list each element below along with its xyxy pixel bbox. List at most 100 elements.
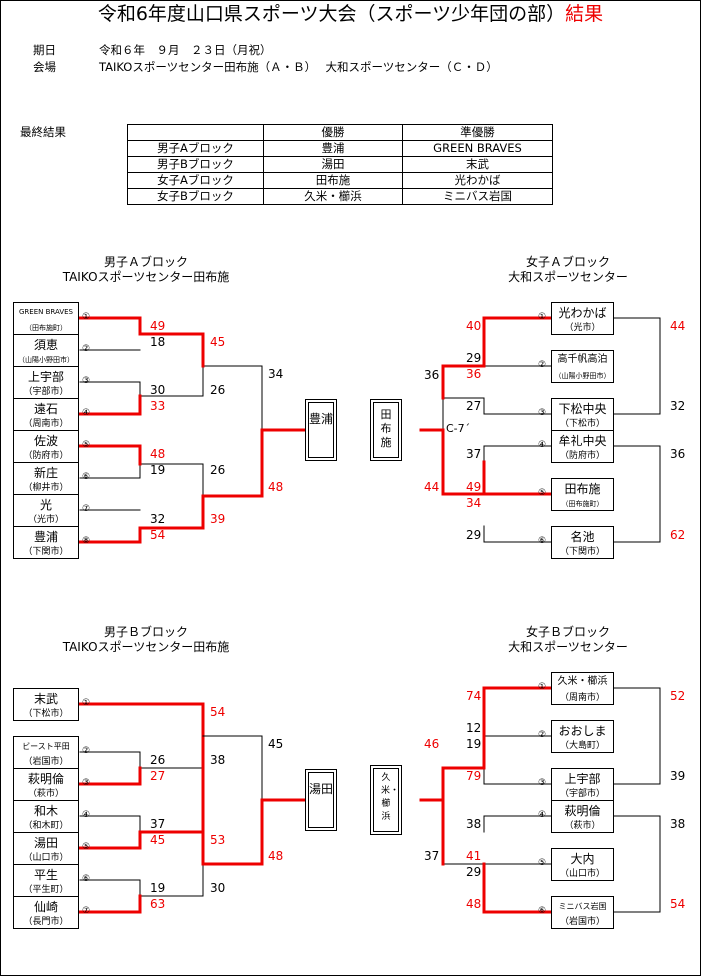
seed-number: ② [538,360,547,370]
score: 54 [210,705,226,719]
seed-number: ④ [82,408,91,418]
team-city: （萩市） [564,821,601,831]
team-box: 仙崎（長門市） [13,896,79,929]
score: 53 [210,833,226,847]
champion-box-women-b: 久米・櫛浜 [370,765,402,835]
champion-name: 田布施 [380,408,392,449]
team-name: ビースト平田 [22,742,70,751]
team-box: 湯田（山口市） [13,832,79,865]
team-box: 牟礼中央（防府市） [551,430,614,463]
team-name: 田布施 [564,482,601,496]
score: 45 [268,737,284,751]
team-city: （防府市） [559,451,605,461]
team-name: GREEN BRAVES [19,308,73,316]
team-box: 光わかば（光市） [551,302,614,335]
team-box: 上宇部（宇部市） [13,366,79,399]
seed-number: ⑧ [82,536,91,546]
team-name: 和木 [33,804,58,818]
score: 74 [466,689,482,703]
score: 49 [150,319,166,333]
score: 38 [210,753,226,767]
score: 37 [424,849,440,863]
block-name-women-a: 女子Ａブロック [525,255,610,269]
block-venue-women-b: 大和スポーツセンター [508,640,628,654]
score: 39 [670,769,686,783]
score: 54 [670,897,686,911]
block-name-women-b: 女子Ｂブロック [525,625,610,639]
team-box: 末武（下松市） [13,688,79,721]
team-box: 上宇部（宇部市） [551,768,614,801]
team-name: 光わかば [558,306,607,320]
team-city: （田布施町） [561,500,604,508]
block-venue-men-a: TAIKOスポーツセンター田布施 [62,270,230,284]
table-cell: ミニバス岩国 [402,188,553,205]
score: 32 [150,512,166,526]
seed-number: ④ [538,810,547,820]
team-box: 光（光市） [13,494,79,527]
score: 48 [268,849,284,863]
page-title: 令和6年度山口県スポーツ大会（スポーツ少年団の部）結果 [0,5,701,24]
seed-number: ④ [82,810,91,820]
score: 30 [150,383,166,397]
team-box: 須恵（山陽小野田市） [13,334,79,367]
team-city: （下松市） [559,419,605,429]
team-name: 湯田 [33,836,58,850]
seed-number: ⑤ [538,858,547,868]
team-city: （周南市） [559,693,605,703]
score: 52 [670,689,686,703]
score: 34 [466,496,482,510]
team-name: 久米・櫛浜 [557,676,608,687]
seed-number: ⑦ [82,906,91,916]
table-cell: 光わかば [402,172,553,189]
team-name: 光 [39,498,52,512]
score: 46 [424,737,440,751]
score: 49 [466,480,482,494]
seed-number: ② [82,344,91,354]
team-city: （岩国市） [559,917,605,927]
score: 63 [150,897,166,911]
score: 36 [670,447,686,461]
team-name: 仙崎 [33,900,58,914]
block-name-men-b: 男子Ｂブロック [103,625,188,639]
team-city: （防府市） [23,451,69,461]
team-city: （宇部市） [559,789,605,799]
team-city: （山陽小野田市） [18,356,74,364]
team-box: おおしま（大島町） [551,720,614,753]
seed-number: ⑤ [82,440,91,450]
team-box: 名池（下関市） [551,526,614,559]
score: 12 [466,721,482,735]
seed-number: ⑥ [82,874,91,884]
team-box: 久米・櫛浜 （周南市） [551,672,614,705]
seed-number: ② [82,746,91,756]
score: 19 [150,881,166,895]
table-row: 女子Bブロック久米・櫛浜ミニバス岩国 [127,188,553,205]
team-city: （萩市） [27,789,64,799]
team-box: 新庄（柳井市） [13,462,79,495]
score: 45 [150,833,166,847]
score: 34 [268,367,284,381]
team-city: （田布施町） [25,324,67,332]
score: 44 [424,480,440,494]
seed-number: ⑤ [538,488,547,498]
table-cell: 女子Bブロック [127,188,264,205]
venue-label: 会場 [33,60,56,74]
team-city: （山口市） [559,869,605,879]
team-box: 萩明倫（萩市） [551,800,614,833]
team-name: ミニバス岩国 [558,902,607,911]
score: 37 [466,447,482,461]
score: 36 [424,368,440,382]
team-name: 平生 [33,868,58,882]
team-name: 下松中央 [558,402,607,416]
team-box: ミニバス岩国 （岩国市） [551,896,614,929]
team-name: 大内 [570,852,595,866]
date-label: 期日 [33,43,56,57]
seed-number: ③ [538,408,547,418]
champion-box-men-b: 湯田 [305,769,337,831]
score: 48 [268,480,284,494]
seed-number: ① [82,698,91,708]
title-main: 令和6年度山口県スポーツ大会（スポーツ少年団の部） [97,3,566,25]
score: 54 [150,528,166,542]
table-row: 男子Bブロック湯田末武 [127,156,553,173]
team-name: 上宇部 [27,370,64,384]
